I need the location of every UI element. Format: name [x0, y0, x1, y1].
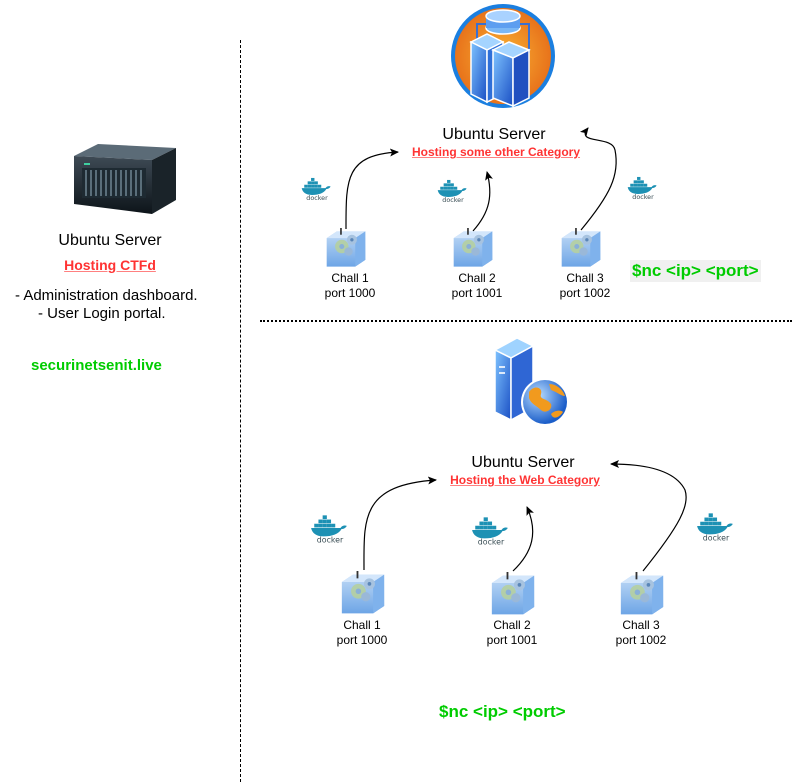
arrow-chall2-to-top-server [472, 171, 493, 232]
web-server-globe-icon [493, 332, 571, 428]
challenge-container-icon[interactable] [449, 228, 497, 270]
challenge-port: port 1001 [486, 633, 538, 647]
challenge-container-icon[interactable] [322, 228, 370, 270]
challenge-container-icon[interactable] [487, 572, 539, 618]
challenge-name: Chall 2 [493, 618, 531, 632]
top-server-title: Ubuntu Server [442, 126, 546, 143]
challenge-port: port 1001 [451, 286, 503, 300]
docker-icon [436, 178, 470, 204]
arrow-chall1-to-top-server [345, 148, 399, 230]
top-server-subtitle: Hosting some other Category [411, 145, 581, 159]
web-chall-2-label: Chall 2 port 1001 [472, 618, 552, 648]
web-chall-3-label: Chall 3 port 1002 [601, 618, 681, 648]
database-server-cluster-icon [449, 2, 557, 110]
web-chall-1-label: Chall 1 port 1000 [322, 618, 402, 648]
top-connection-arrows [345, 127, 617, 232]
ctf-domain-link[interactable]: securinetsenit.live [31, 357, 162, 374]
challenge-container-icon[interactable] [616, 572, 668, 618]
top-netcat-command: $nc <ip> <port> [630, 260, 761, 282]
challenge-name: Chall 1 [331, 271, 369, 285]
ctfd-server-subtitle: Hosting CTFd [64, 257, 156, 273]
challenge-port: port 1000 [324, 286, 376, 300]
horizontal-divider [260, 320, 792, 322]
web-server-title: Ubuntu Server [471, 454, 575, 471]
challenge-container-icon[interactable] [557, 228, 605, 270]
arrow-chall3-to-web-server [610, 460, 687, 572]
challenge-port: port 1000 [336, 633, 388, 647]
ctfd-server-title: Ubuntu Server [58, 232, 162, 249]
web-netcat-command: $nc <ip> <port> [439, 702, 566, 721]
arrow-chall3-to-top-server [579, 127, 617, 231]
docker-icon [300, 176, 334, 202]
feature-admin-dashboard: - Administration dashboard. [15, 287, 198, 304]
docker-icon [470, 515, 512, 547]
feature-user-login: - User Login portal. [38, 305, 166, 322]
challenge-name: Chall 1 [343, 618, 381, 632]
web-server-subtitle: Hosting the Web Category [450, 473, 600, 487]
rack-server-icon [68, 142, 178, 216]
challenge-container-icon[interactable] [337, 571, 389, 617]
top-chall-1-label: Chall 1 port 1000 [310, 271, 390, 301]
arrow-chall2-to-web-server [512, 506, 534, 572]
docker-icon [309, 513, 351, 545]
challenge-port: port 1002 [615, 633, 667, 647]
arrow-chall1-to-web-server [363, 476, 437, 571]
challenge-name: Chall 3 [622, 618, 660, 632]
docker-icon [695, 511, 737, 543]
docker-icon [626, 175, 660, 201]
top-chall-3-label: Chall 3 port 1002 [545, 271, 625, 301]
top-chall-2-label: Chall 2 port 1001 [437, 271, 517, 301]
challenge-name: Chall 3 [566, 271, 604, 285]
bottom-connection-arrows [363, 460, 687, 572]
vertical-divider [240, 40, 241, 782]
challenge-name: Chall 2 [458, 271, 496, 285]
challenge-port: port 1002 [559, 286, 611, 300]
